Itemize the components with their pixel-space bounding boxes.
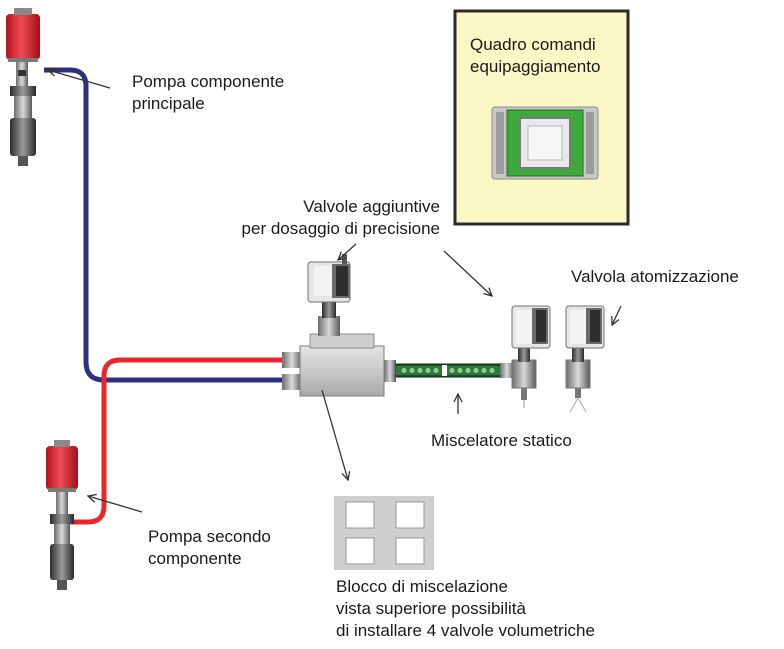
label-extra-valves-line2: per dosaggio di precisione <box>241 219 440 238</box>
label-atomization-valve: Valvola atomizzazione <box>571 267 739 286</box>
dispense-valve-1 <box>500 305 551 408</box>
red-hose <box>66 357 300 525</box>
label-control-panel-line2: equipaggiamento <box>470 57 601 76</box>
label-main-pump-line1: Pompa componente <box>132 72 285 91</box>
label-mixing-block: Blocco di miscelazione vista superiore p… <box>336 576 595 642</box>
arrow-main-pump <box>48 70 111 89</box>
main-pump <box>6 8 40 166</box>
label-second-pump-line1: Pompa secondo <box>148 527 271 546</box>
label-second-pump: Pompa secondo componente <box>148 526 271 570</box>
label-main-pump: Pompa componente principale <box>132 71 284 115</box>
label-mixing-block-line3: di installare 4 valvole volumetriche <box>336 621 595 640</box>
blue-hose <box>44 67 300 383</box>
label-second-pump-line2: componente <box>148 549 242 568</box>
second-pump <box>46 440 78 590</box>
mixing-block-top-view <box>334 496 434 570</box>
arrow-extra-valve-1 <box>338 243 357 260</box>
label-extra-valves-line1: Valvole aggiuntive <box>303 197 440 216</box>
mixing-block-graphic <box>282 254 396 397</box>
label-mixing-block-line2: vista superiore possibilità <box>336 599 526 618</box>
label-static-mixer: Miscelatore statico <box>431 431 572 450</box>
label-main-pump-line2: principale <box>132 94 205 113</box>
dispense-valve-2 <box>565 305 605 413</box>
arrow-second-pump <box>88 496 143 513</box>
label-mixing-block-line1: Blocco di miscelazione <box>336 577 508 596</box>
static-mixer-graphic <box>395 363 501 378</box>
control-panel-graphic <box>453 9 630 226</box>
arrow-mixing-block <box>321 389 348 480</box>
label-control-panel-line1: Quadro comandi <box>470 35 596 54</box>
arrow-extra-valve-2 <box>443 250 492 296</box>
label-control-panel: Quadro comandi equipaggiamento <box>470 34 600 78</box>
arrow-atomization-valve <box>612 305 622 325</box>
label-extra-valves: Valvole aggiuntive per dosaggio di preci… <box>186 196 440 240</box>
